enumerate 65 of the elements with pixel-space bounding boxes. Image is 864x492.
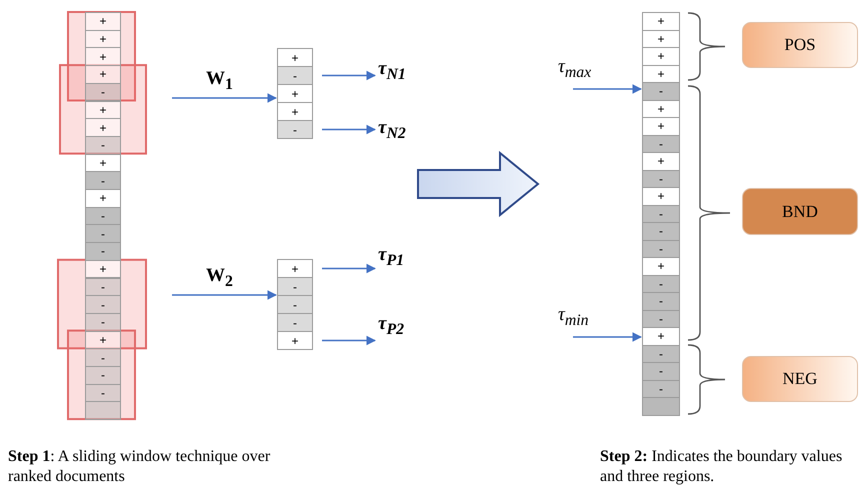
document-cell: +: [642, 187, 680, 206]
threshold-label: τ$_{P1}$: [378, 244, 404, 270]
threshold-label: τ$_{P2}$: [378, 313, 404, 339]
document-cell: -: [85, 312, 121, 332]
document-cell: +: [85, 30, 121, 48]
arrow: [322, 124, 376, 134]
arrow: [172, 290, 277, 300]
document-cell: +: [277, 259, 313, 278]
document-cell: [85, 401, 121, 420]
document-cell: -: [85, 136, 121, 155]
document-cell: -: [642, 362, 680, 380]
document-cell: +: [85, 100, 121, 120]
document-cell: +: [277, 48, 313, 67]
document-cell: +: [85, 118, 121, 137]
document-cell: [642, 397, 680, 416]
region-box: BND: [742, 188, 858, 235]
document-cell: +: [85, 12, 121, 31]
document-cell: +: [277, 84, 313, 103]
document-cell: -: [277, 120, 313, 139]
step-caption: Step 2: Indicates the boundary values and three regions.: [600, 447, 844, 487]
document-cell: +: [85, 260, 121, 278]
step-caption: Step 1: A sliding window technique over ranked documents: [8, 447, 272, 487]
document-cell: +: [642, 47, 680, 66]
document-cell: +: [642, 257, 680, 276]
document-cell: -: [85, 171, 121, 190]
document-cell: -: [85, 224, 121, 244]
arrow: [322, 70, 376, 80]
arrow: [172, 93, 277, 103]
document-cell: +: [642, 152, 680, 170]
arrow: [322, 336, 376, 346]
arrow: [573, 332, 642, 342]
document-cell: -: [277, 295, 313, 314]
document-cell: +: [85, 189, 121, 208]
edge-label: W$_{1}$: [206, 68, 233, 94]
threshold-label: τ$_{N2}$: [378, 117, 406, 143]
document-cell: -: [85, 366, 121, 385]
document-cell: +: [642, 117, 680, 136]
region-box: POS: [742, 22, 858, 68]
document-cell: +: [85, 47, 121, 66]
threshold-label: τ$_{N1}$: [378, 58, 406, 84]
edge-label: τ$_{min}$: [558, 304, 589, 330]
document-cell: -: [85, 384, 121, 402]
arrow: [573, 84, 642, 94]
document-cell: -: [85, 82, 121, 102]
document-cell: -: [642, 82, 680, 100]
arrow: [322, 264, 376, 274]
document-cell: -: [642, 222, 680, 240]
document-cell: -: [642, 292, 680, 310]
document-cell: +: [642, 327, 680, 346]
document-cell: +: [85, 154, 121, 172]
document-cell: -: [277, 313, 313, 332]
document-cell: +: [85, 65, 121, 84]
document-cell: +: [642, 12, 680, 30]
document-cell: +: [277, 102, 313, 121]
edge-label: τ$_{max}$: [558, 56, 592, 82]
document-cell: +: [85, 330, 121, 350]
document-cell: -: [85, 278, 121, 296]
region-box: NEG: [742, 356, 858, 402]
document-cell: -: [85, 348, 121, 367]
edge-label: W$_{2}$: [206, 265, 233, 291]
document-cell: -: [277, 66, 313, 85]
document-cell: -: [277, 277, 313, 296]
document-cell: +: [277, 331, 313, 350]
document-cell: -: [85, 242, 121, 261]
document-cell: -: [85, 295, 121, 314]
